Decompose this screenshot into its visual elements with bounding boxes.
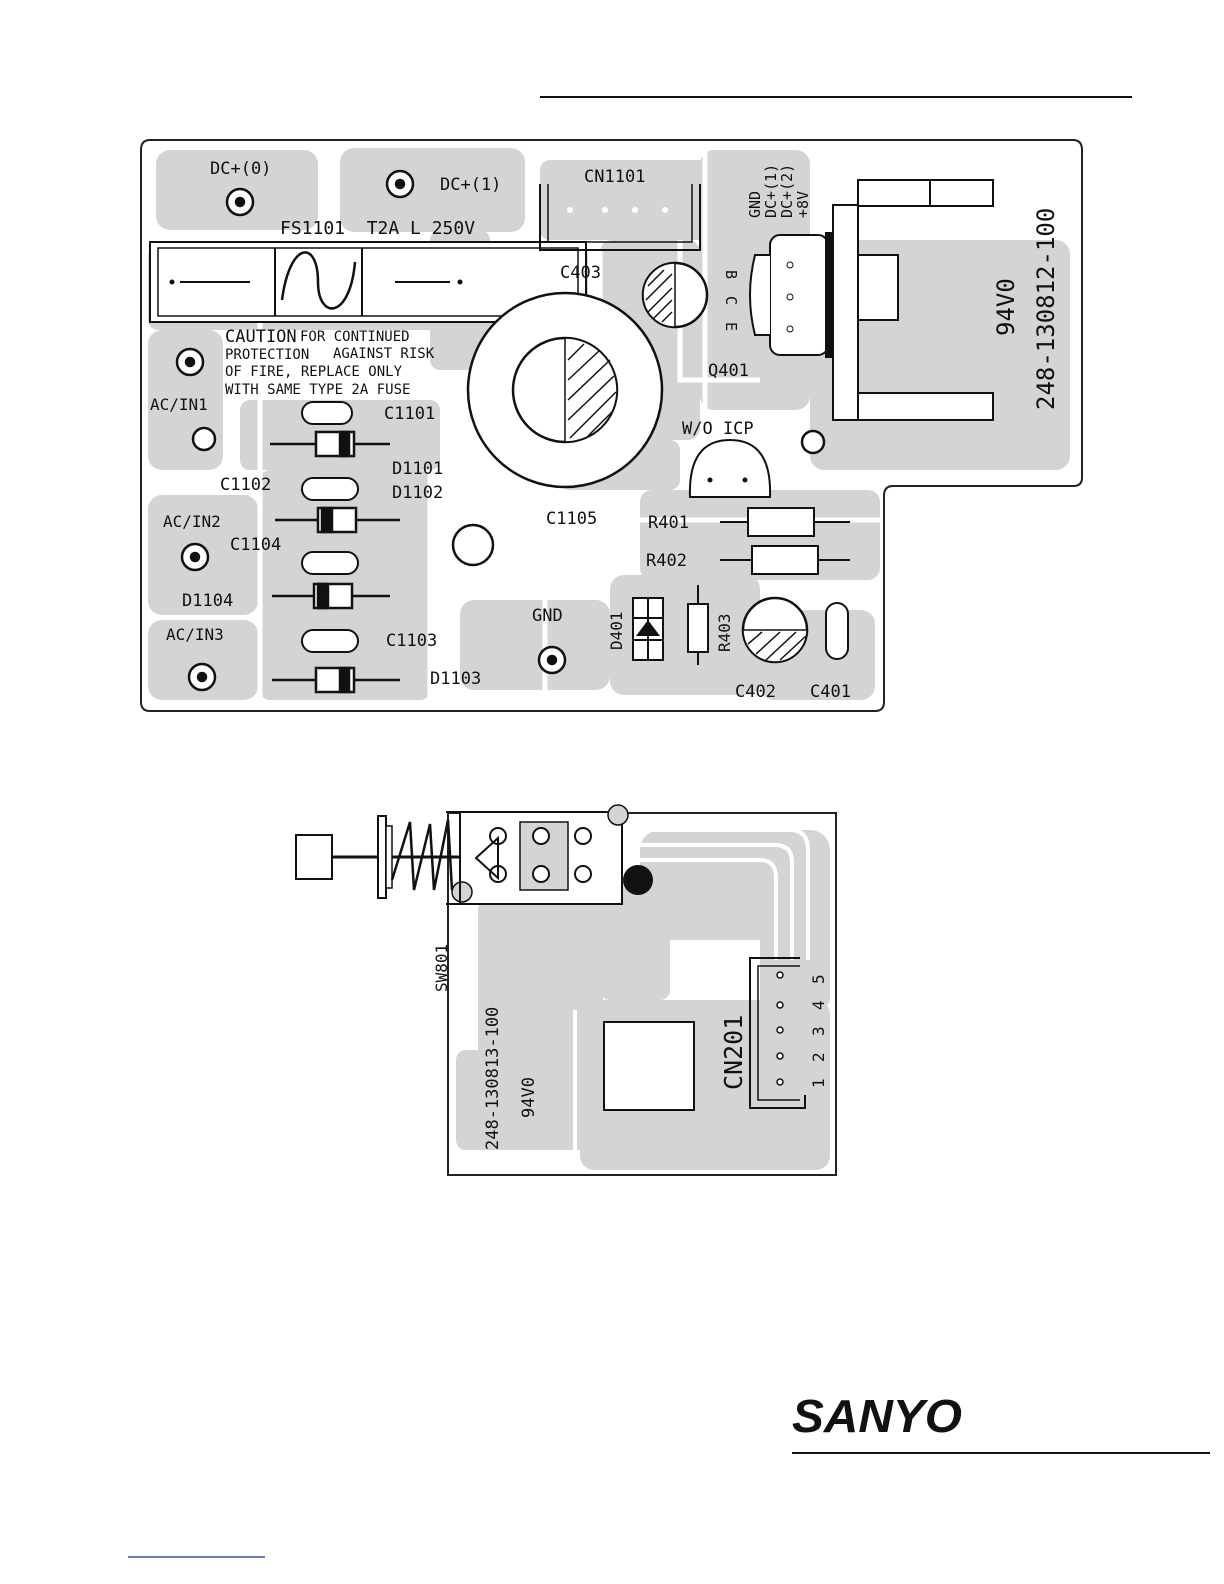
- label-base: B: [722, 270, 740, 279]
- label-c1101: C1101: [384, 404, 435, 424]
- label-r401: R401: [648, 513, 689, 533]
- label-d1103: D1103: [430, 669, 481, 689]
- label-8v-pin: +8V: [794, 191, 812, 218]
- connector-cn201: [749, 957, 806, 1109]
- label-c402: C402: [735, 682, 776, 702]
- label-d401: D401: [607, 611, 626, 650]
- switch-sw801: [295, 804, 653, 905]
- connector-cn1101: [539, 184, 701, 251]
- label-d1102: D1102: [392, 483, 443, 503]
- label-fuse-rating: FS1101 T2A L 250V: [280, 218, 475, 239]
- label-pin-2: 2: [809, 1052, 828, 1062]
- capacitor-c403: [641, 261, 709, 329]
- label-collector: C: [722, 296, 740, 305]
- pcb-power-board: DC+(0) DC+(1) CN1101 FS1101 T2A L 250V G…: [140, 139, 1083, 712]
- icp-footprint: [688, 438, 772, 498]
- label-c1102: C1102: [220, 475, 271, 495]
- label-caution-1b: FOR CONTINUED: [300, 329, 410, 345]
- capacitor-c402: [741, 596, 809, 664]
- label-cn201: CN201: [719, 1015, 748, 1090]
- resistors-r401-r402: [720, 507, 850, 575]
- label-grade-2: 94V0: [519, 1077, 539, 1118]
- label-dc1: DC+(1): [440, 175, 501, 195]
- label-pin-1: 1: [809, 1078, 828, 1088]
- label-emitter: E: [722, 322, 740, 331]
- label-c1104: C1104: [230, 535, 281, 555]
- transistor-q401: [749, 179, 994, 421]
- label-q401: Q401: [708, 361, 749, 381]
- label-r403: R403: [715, 613, 734, 652]
- label-pin-4: 4: [809, 1000, 828, 1010]
- label-gnd: GND: [532, 606, 563, 626]
- diodes: [270, 430, 400, 694]
- film-capacitors: [301, 401, 849, 660]
- label-caution: CAUTION: [225, 327, 297, 347]
- label-acin2: AC/IN2: [163, 512, 221, 531]
- capacitor-c1105: [466, 291, 664, 489]
- label-pin-3: 3: [809, 1026, 828, 1036]
- label-d1104: D1104: [182, 591, 233, 611]
- label-d1101: D1101: [392, 459, 443, 479]
- label-grade: 94V0: [992, 278, 1020, 336]
- label-c401: C401: [810, 682, 851, 702]
- label-part-number: 248-130812-100: [1032, 208, 1060, 410]
- label-gnd-pin: GND: [746, 191, 764, 218]
- label-dc0: DC+(0): [210, 159, 271, 179]
- label-acin3: AC/IN3: [166, 625, 224, 644]
- label-caution-2b: AGAINST RISK: [333, 346, 435, 362]
- label-c1103: C1103: [386, 631, 437, 651]
- label-pin-5: 5: [809, 974, 828, 984]
- label-caution-3: OF FIRE, REPLACE ONLY: [225, 364, 403, 380]
- label-c1105: C1105: [546, 509, 597, 529]
- diode-d401: [632, 597, 664, 661]
- pcb-switch-board: SW801 248-130813-100 94V0 CN201 1 2 3 4 …: [295, 804, 837, 1176]
- label-caution-2a: PROTECTION: [225, 347, 309, 363]
- label-dc2-pin: DC+(2): [778, 164, 796, 218]
- label-c403: C403: [560, 263, 601, 283]
- trace-gaps-2: [573, 828, 810, 1150]
- label-dc1-pin: DC+(1): [762, 164, 780, 218]
- resistor-r403: [687, 585, 709, 665]
- label-acin1: AC/IN1: [150, 395, 208, 414]
- label-wo-icp: W/O ICP: [682, 419, 754, 439]
- label-r402: R402: [646, 551, 687, 571]
- label-cn1101: CN1101: [584, 167, 645, 187]
- label-sw801: SW801: [432, 944, 451, 992]
- pad-square: [603, 1021, 695, 1111]
- sanyo-logo: SANYO: [792, 1390, 962, 1442]
- label-part-number-2: 248-130813-100: [483, 1007, 503, 1150]
- pads: [175, 169, 826, 692]
- label-caution-4: WITH SAME TYPE 2A FUSE: [225, 382, 410, 398]
